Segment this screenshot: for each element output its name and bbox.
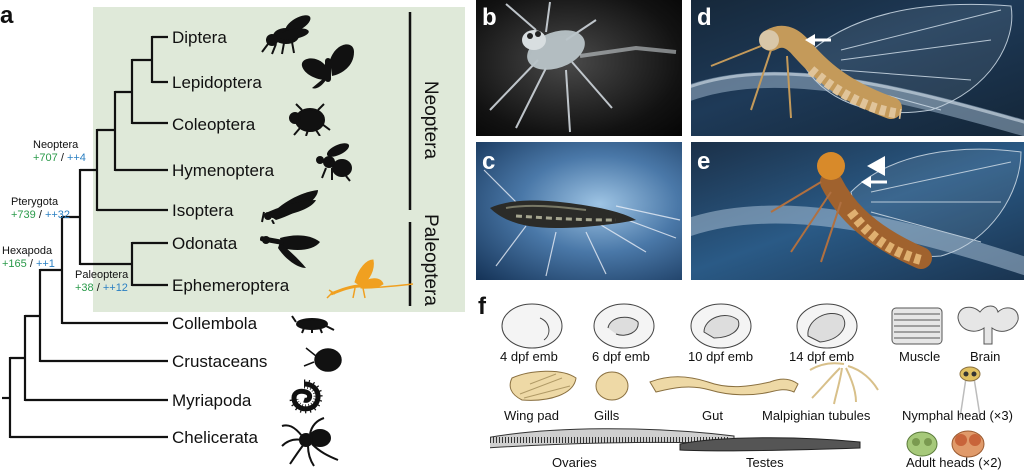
node-paleoptera: Paleoptera +38 / ++12 bbox=[75, 269, 128, 295]
wing-pad-drawing bbox=[509, 370, 577, 401]
butterfly-icon bbox=[301, 44, 354, 89]
tissue-label: Gut bbox=[702, 408, 723, 423]
panel-b-photo: b bbox=[476, 0, 682, 136]
taxon-label: Ephemeroptera bbox=[172, 276, 290, 295]
nymph-illustration bbox=[483, 169, 681, 277]
node-name: Hexapoda bbox=[2, 245, 53, 257]
tissue-label: Brain bbox=[970, 349, 1001, 364]
panel-b-letter: b bbox=[482, 4, 497, 31]
plusplus-count: ++32 bbox=[44, 209, 71, 221]
dragonfly-icon bbox=[259, 235, 320, 268]
panel-c-photo: c bbox=[476, 142, 682, 280]
muscle-drawing bbox=[891, 307, 943, 345]
springtail-icon bbox=[291, 315, 335, 334]
count-separator: / bbox=[93, 282, 103, 294]
panel-d-photo: d bbox=[691, 0, 1024, 136]
adult-mayfly-illustration bbox=[691, 148, 1024, 276]
node-name: Paleoptera bbox=[75, 269, 129, 281]
white-arrow-icon bbox=[805, 34, 831, 46]
tissue-label: 10 dpf emb bbox=[688, 349, 754, 364]
panel-e-letter: e bbox=[697, 148, 711, 175]
malpighian-tubules-drawing bbox=[809, 362, 879, 405]
beetle-icon bbox=[289, 103, 331, 136]
adult-heads-drawing bbox=[906, 430, 985, 458]
taxon-label: Odonata bbox=[172, 234, 238, 253]
tissue-label: Testes bbox=[746, 455, 784, 470]
paleoptera-clade-label-box: Paleoptera bbox=[420, 205, 441, 315]
pterygota-shaded-box bbox=[93, 7, 465, 312]
paleoptera-clade-label: Paleoptera bbox=[420, 214, 441, 306]
taxon-label: Lepidoptera bbox=[172, 73, 262, 92]
neoptera-clade-label-box: Neoptera bbox=[420, 60, 441, 180]
count-separator: / bbox=[35, 209, 45, 221]
node-name: Pterygota bbox=[11, 196, 59, 208]
tissue-label: Adult heads (×2) bbox=[906, 455, 1002, 470]
tissue-label: Malpighian tubules bbox=[762, 408, 871, 423]
taxon-label: Chelicerata bbox=[172, 428, 258, 447]
tissue-label: Ovaries bbox=[552, 455, 597, 470]
panel-e-photo: e bbox=[691, 142, 1024, 280]
plusplus-count: ++4 bbox=[66, 152, 86, 164]
taxon-label: Isoptera bbox=[172, 201, 234, 220]
node-neoptera: Neoptera +707 / ++4 bbox=[33, 139, 86, 165]
panel-f-letter: f bbox=[478, 293, 486, 320]
taxon-label: Hymenoptera bbox=[172, 161, 275, 180]
taxon-label: Coleoptera bbox=[172, 115, 256, 134]
tissue-label: 6 dpf emb bbox=[592, 349, 650, 364]
count-separator: / bbox=[26, 258, 36, 270]
spider-icon bbox=[281, 417, 339, 467]
node-name: Neoptera bbox=[33, 139, 79, 151]
tissue-label: 14 dpf emb bbox=[789, 349, 855, 364]
arrowhead-icon bbox=[867, 156, 885, 176]
termite-icon bbox=[261, 190, 318, 224]
plus-count: +739 bbox=[11, 209, 36, 221]
adult-mayfly-illustration bbox=[691, 3, 1024, 136]
embryo-4dpf bbox=[501, 303, 563, 349]
white-arrow-icon bbox=[861, 176, 887, 188]
plusplus-count: ++12 bbox=[102, 282, 128, 294]
tissue-label: Gills bbox=[594, 408, 620, 423]
tissue-label: Muscle bbox=[899, 349, 941, 364]
count-separator: / bbox=[57, 152, 67, 164]
tissue-label: Wing pad bbox=[504, 408, 559, 423]
brain-drawing bbox=[957, 305, 1019, 345]
mayfly-icon bbox=[326, 259, 414, 299]
crustacean-icon bbox=[303, 347, 342, 372]
plus-count: +707 bbox=[33, 152, 58, 164]
wasp-icon bbox=[316, 143, 352, 182]
testes-drawing bbox=[679, 437, 861, 452]
panel-a-letter: a bbox=[0, 2, 14, 29]
nymphal-head-drawing bbox=[959, 366, 981, 419]
fly-icon bbox=[261, 15, 311, 55]
phylogenetic-tree bbox=[2, 12, 412, 439]
panel-d-letter: d bbox=[697, 4, 712, 31]
gut-drawing bbox=[649, 376, 799, 396]
taxon-label: Crustaceans bbox=[172, 352, 268, 371]
tissue-label: 4 dpf emb bbox=[500, 349, 558, 364]
neoptera-clade-label: Neoptera bbox=[420, 80, 441, 160]
taxon-label: Myriapoda bbox=[172, 391, 252, 410]
plusplus-count: ++1 bbox=[35, 258, 55, 270]
tissue-label: Nymphal head (×3) bbox=[902, 408, 1013, 423]
plus-count: +38 bbox=[75, 282, 94, 294]
millipede-icon bbox=[289, 379, 323, 414]
panel-c-letter: c bbox=[482, 148, 496, 175]
plus-count: +165 bbox=[2, 258, 27, 270]
gills-drawing bbox=[595, 371, 629, 401]
node-hexapoda: Hexapoda +165 / ++1 bbox=[2, 245, 55, 271]
taxon-label: Diptera bbox=[172, 28, 227, 47]
node-pterygota: Pterygota +739 / ++32 bbox=[11, 196, 70, 222]
tissue-drawings bbox=[490, 303, 1019, 458]
taxon-label: Collembola bbox=[172, 314, 258, 333]
nymph-illustration bbox=[489, 1, 677, 133]
